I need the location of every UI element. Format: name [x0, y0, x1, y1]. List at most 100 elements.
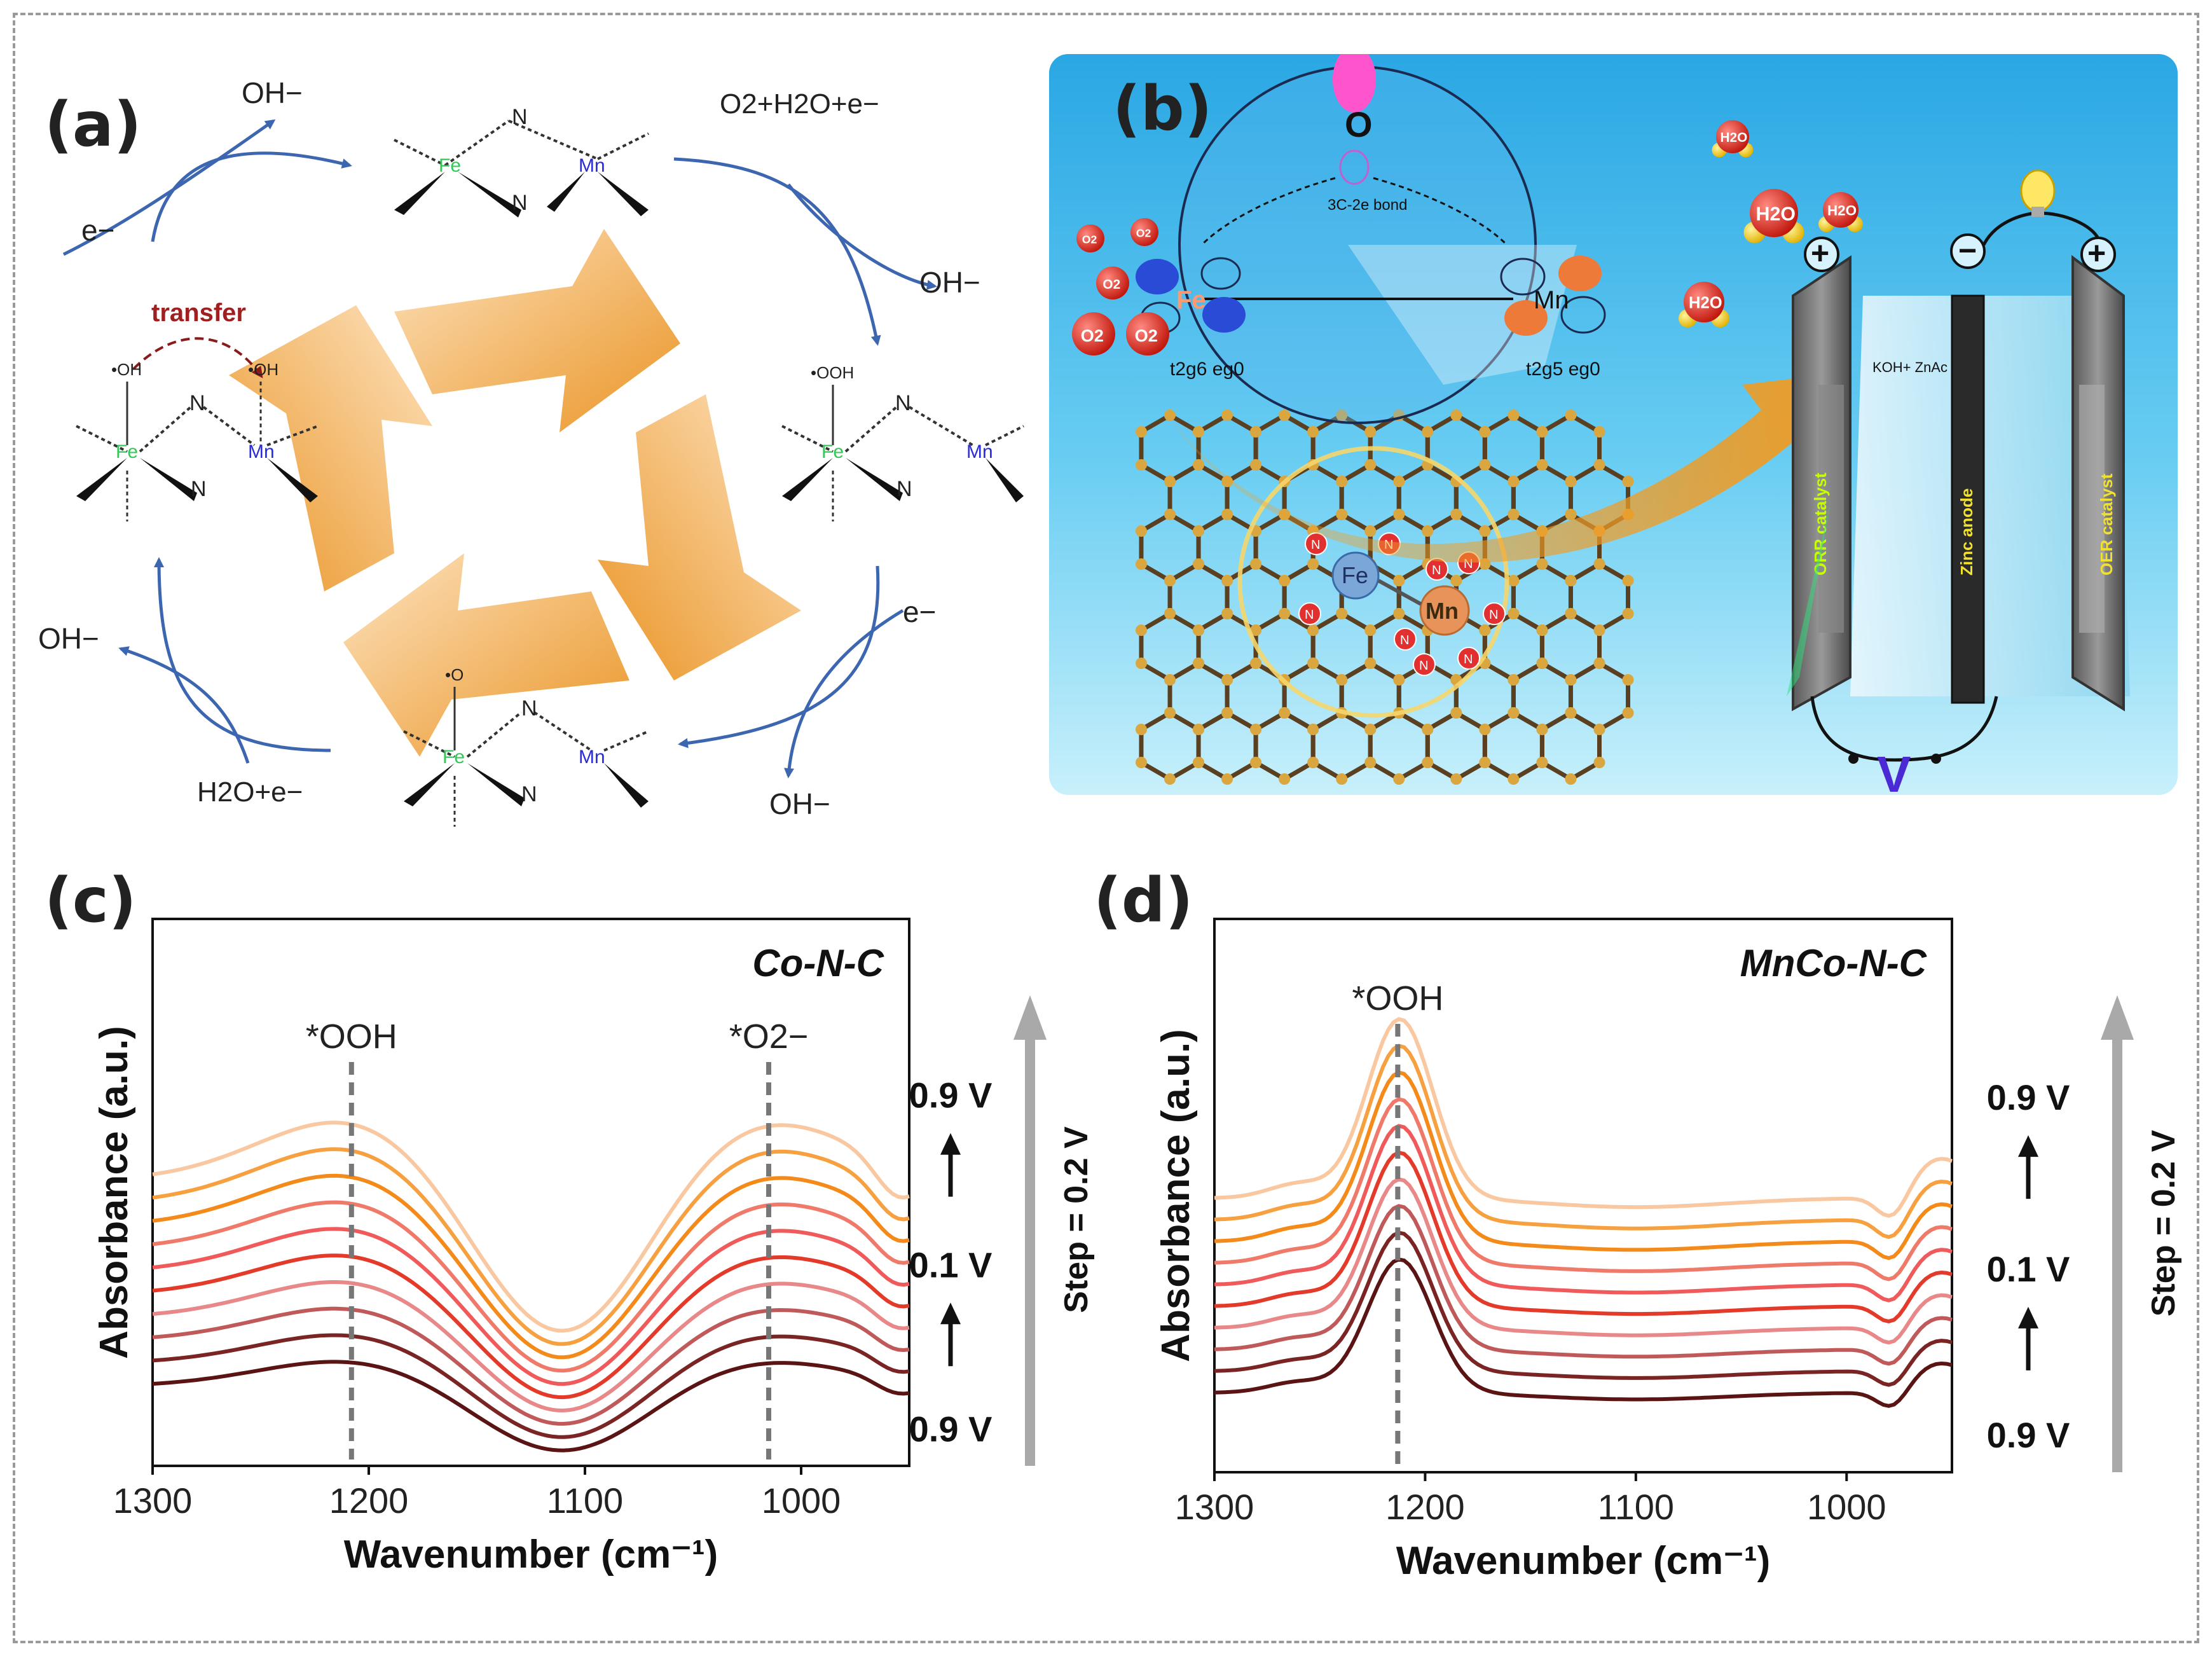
h2o-molecule-label: H2O [1721, 130, 1748, 145]
h2o-molecule-label: H2O [1689, 294, 1722, 312]
sac-mn-label: Mn [1425, 598, 1459, 624]
oh-right-label: OH− [919, 266, 980, 299]
panel-b-label: (b) [1113, 73, 1212, 144]
x-tick-label: 1000 [762, 1480, 841, 1521]
potential-label: 0.1 V [909, 1245, 993, 1285]
transfer-arrow-icon [1164, 372, 1850, 563]
annotation-label: *OOH [306, 1018, 397, 1056]
electrolyte-label: KOH+ ZnAc [1872, 359, 1948, 375]
o2-molecule-label: O2 [1081, 326, 1104, 345]
orbital-fe-label: Fe [1176, 286, 1206, 314]
n-atom-label: N [1432, 563, 1441, 577]
y-axis-label: Absorbance (a.u.) [1154, 1029, 1198, 1362]
potential-label: 0.9 V [1987, 1415, 2070, 1455]
oh-bottom-label: OH− [769, 787, 830, 820]
h2o-molecules: H2O H2O H2O H2O [1679, 120, 1863, 328]
plus-terminal-icon: + [2087, 235, 2106, 271]
fe-mn-structure-o: •O Fe Mn N N [403, 665, 649, 827]
n-atom: N [895, 391, 911, 415]
x-tick-label: 1300 [1175, 1487, 1254, 1527]
n-atom: N [512, 105, 528, 129]
panel-c-label: (c) [45, 865, 137, 936]
n-atom: N [191, 477, 207, 501]
annotation-label: *OOH [1352, 979, 1443, 1018]
x-axis-label: Wavenumber (cm⁻¹) [1396, 1539, 1771, 1583]
x-tick-label: 1200 [329, 1480, 409, 1521]
minus-terminal-icon: − [1958, 233, 1977, 268]
spectrum-line [1214, 1124, 1953, 1302]
x-tick-label: 1200 [1385, 1487, 1465, 1527]
zinc-anode-label: Zinc anode [1957, 488, 1976, 576]
spectrum-line [152, 1200, 910, 1373]
oh-top-left-label: OH− [242, 76, 303, 109]
up-arrow-head-icon [940, 1133, 961, 1155]
plus-terminal-icon: + [1811, 235, 1829, 271]
bond-label: 3C-2e bond [1328, 197, 1407, 214]
n-atom: N [512, 191, 528, 215]
h2o-molecule-label: H2O [1827, 202, 1857, 218]
o-adsorbate: •O [445, 665, 464, 684]
chart-title: MnCo-N-C [1740, 942, 1928, 984]
mn-atom: Mn [579, 155, 605, 176]
o2-molecule-label: O2 [1082, 233, 1097, 246]
h2o-molecule-label: H2O [1756, 203, 1796, 224]
potential-label: 0.9 V [909, 1409, 993, 1449]
mn-atom: Mn [248, 441, 275, 462]
spectrum-line [1214, 1150, 1953, 1324]
spectrum-line [1214, 1044, 1953, 1239]
spectrum-line [1214, 1257, 1953, 1408]
up-arrow-head-icon [2018, 1135, 2038, 1157]
spectrum-line [152, 1121, 910, 1333]
spectrum-line [152, 1147, 910, 1346]
spectrum-line [152, 1333, 910, 1439]
up-arrow-head-icon [2018, 1306, 2038, 1328]
orbital-o-label: O [1345, 104, 1373, 144]
n-atom: N [189, 391, 205, 415]
spectrum-line [152, 1253, 910, 1400]
fe-mn-structure-top: Fe Mn N N [394, 105, 649, 217]
figure-frame [13, 13, 2199, 1643]
oh-adsorbate: •OH [248, 360, 278, 379]
oh-adsorbate: •OH [111, 360, 142, 379]
spectrum-line [152, 1360, 910, 1452]
x-tick-label: 1100 [1598, 1487, 1674, 1527]
panel-b-zinc-air-schematic: Fe Mn NNNNNNNNN O 3C-2e bond Fe Mn t2g6 … [1049, 54, 2178, 795]
y-axis-label: Absorbance (a.u.) [92, 1026, 136, 1359]
mn-atom: Mn [579, 747, 605, 768]
e-left-label: e− [81, 214, 114, 247]
spectrum-line [1214, 1204, 1953, 1366]
panel-a-reaction-cycle: OH− e− O2+H2O+e− OH− transfer e− OH− H2O… [38, 76, 1024, 827]
x-tick-label: 1300 [113, 1480, 193, 1521]
spectrum-line [1214, 1070, 1953, 1260]
n-atom-label: N [1464, 652, 1473, 666]
transfer-label: transfer [151, 299, 246, 327]
panel-d-label: (d) [1094, 865, 1193, 936]
n-atom-label: N [1400, 633, 1409, 647]
fe-mn-structure-ooh: •OOH Fe Mn N N [781, 363, 1024, 521]
spectrum-line [1214, 1097, 1953, 1281]
n-atom-label: N [1489, 608, 1498, 622]
light-bulb-icon [2020, 169, 2056, 212]
n-atom: N [521, 782, 537, 806]
x-axis-label: Wavenumber (cm⁻¹) [344, 1533, 718, 1577]
plot-frame [151, 918, 910, 1467]
oh-left-label: OH− [38, 622, 99, 655]
oer-catalyst-label: OER catalyst [2097, 473, 2116, 576]
n-atom-label: N [1419, 659, 1428, 673]
h2o-e-label: H2O+e− [197, 776, 303, 808]
fe-atom: Fe [439, 155, 461, 176]
panel-a-label: (a) [45, 89, 142, 160]
spectrum-line [152, 1227, 910, 1386]
step-arrow-icon [2112, 1027, 2122, 1472]
n-atom: N [896, 477, 912, 501]
x-tick-label: 1100 [547, 1480, 623, 1521]
spectrum-line [152, 1173, 910, 1360]
fe-atom: Fe [443, 747, 465, 768]
n-atom: N [521, 696, 537, 721]
mn-atom: Mn [966, 441, 993, 462]
potential-label: 0.9 V [1987, 1077, 2070, 1117]
voltmeter-icon: V [1877, 746, 1911, 795]
